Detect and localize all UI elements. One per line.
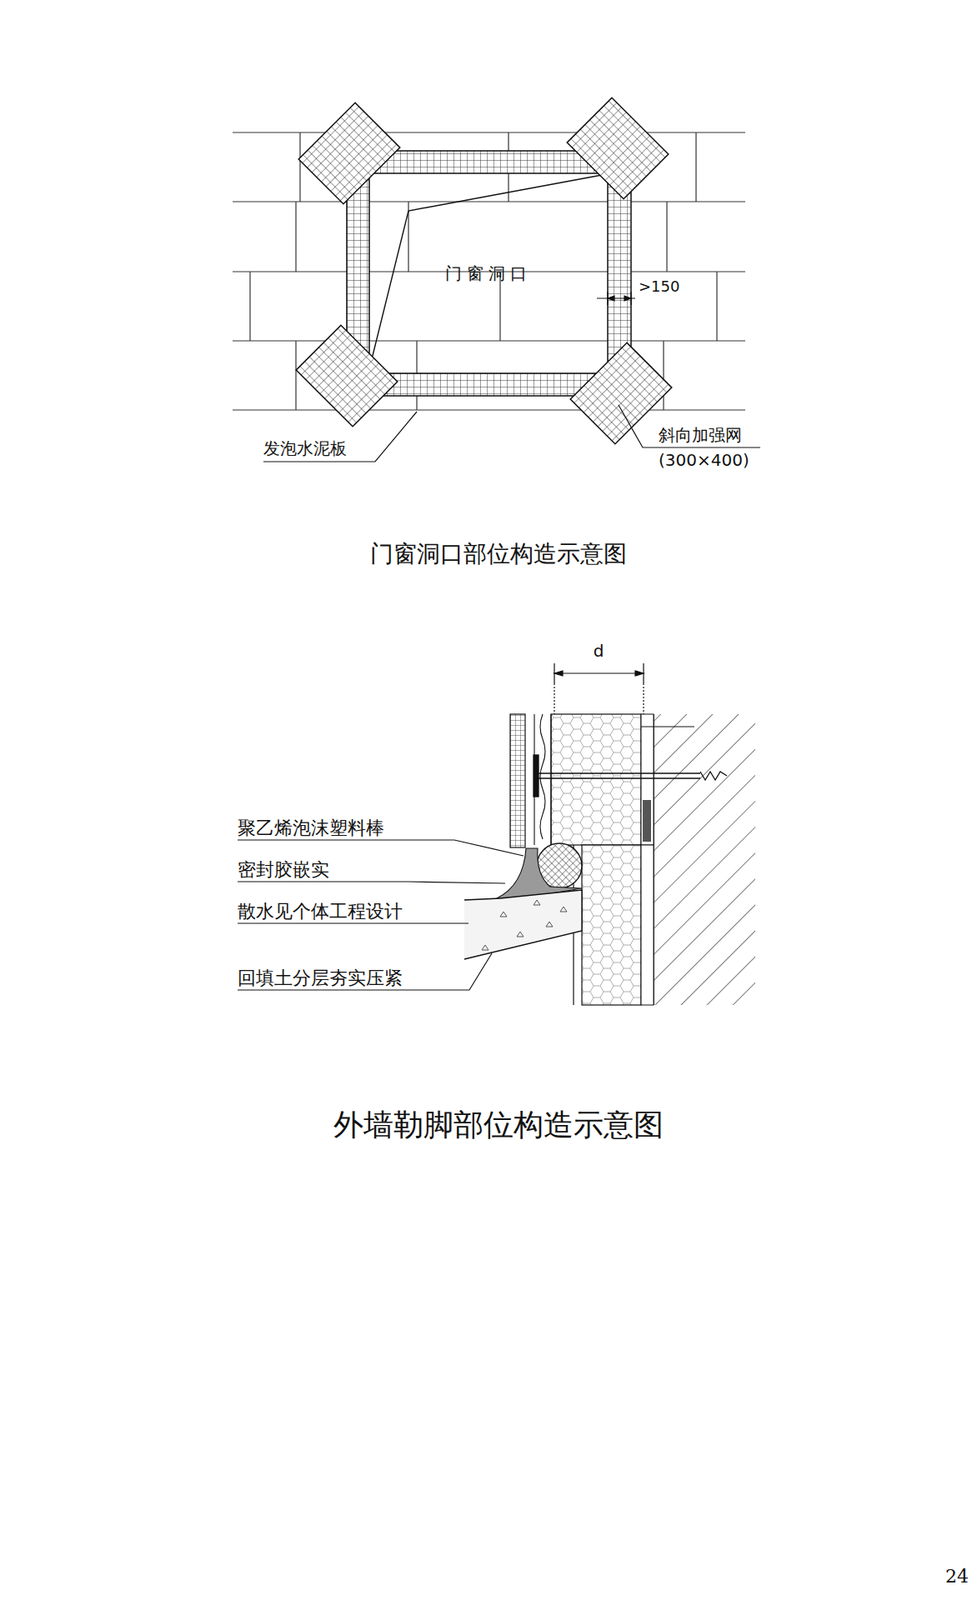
anchor-bolt	[533, 755, 727, 797]
opening-box: 门窗洞口	[369, 173, 608, 374]
flashing-line	[641, 726, 695, 728]
dimension-note: (300×400)	[658, 450, 750, 470]
render-layer	[534, 714, 552, 846]
insulation-board	[581, 845, 642, 1006]
wall-hatch	[653, 714, 756, 1006]
opening-label: 门窗洞口	[445, 264, 532, 283]
part-label: 散水见个体工程设计	[237, 901, 403, 922]
part-label: 回填土分层夯实压紧	[237, 968, 403, 989]
part-label: 聚乙烯泡沫塑料棒	[237, 818, 385, 839]
diagonal-mesh	[295, 97, 672, 445]
leader-line	[237, 840, 524, 991]
figure-caption: 门窗洞口部位构造示意图	[370, 541, 627, 568]
insulation-board	[551, 714, 642, 846]
dimension-label: >150	[638, 278, 680, 296]
adhesive-layer	[641, 714, 654, 846]
page-number: 24	[945, 1567, 969, 1588]
part-label: 发泡水泥板	[263, 439, 347, 458]
part-label: 斜向加强网	[658, 425, 742, 445]
concrete-specks	[481, 900, 567, 951]
finish-tile	[510, 714, 526, 848]
dimension-label: d	[593, 641, 605, 661]
foam-cement-board	[346, 150, 632, 396]
part-label: 密封胶嵌实	[237, 860, 330, 881]
apron-slab	[464, 890, 582, 960]
adhesive-strip	[642, 800, 652, 842]
figure-caption: 外墙勒脚部位构造示意图	[333, 1108, 664, 1143]
dimension-line	[596, 291, 636, 306]
adhesive-layer	[641, 845, 654, 1006]
sash-line	[369, 175, 602, 370]
dimension-line	[554, 663, 644, 715]
